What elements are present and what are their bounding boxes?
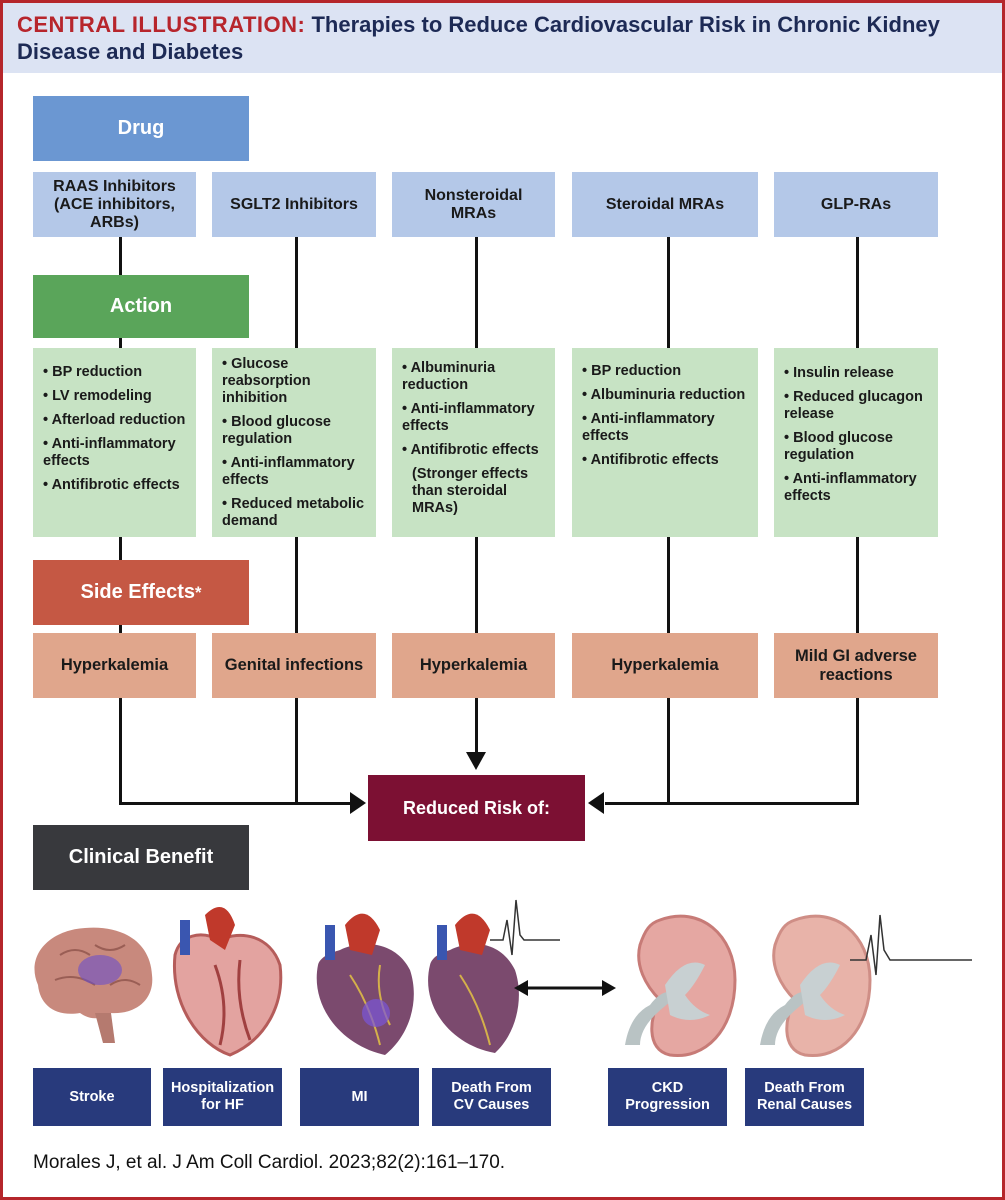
category-clinical-benefit: Clinical Benefit [33, 825, 249, 890]
outcome-hospitalization-hf: Hospitalization for HF [163, 1068, 282, 1126]
ecg-line-icon [490, 899, 560, 956]
double-arrow-icon [514, 980, 616, 996]
side-effect-steroidal-mra: Hyperkalemia [572, 633, 758, 698]
action-nonsteroidal-mra: • Albuminuria reduction • Anti-inflammat… [392, 348, 555, 537]
action-item: • BP reduction [582, 363, 682, 379]
drug-raas: RAAS Inhibitors (ACE inhibitors, ARBs) [33, 172, 196, 237]
action-item: • Anti-inflammatory effects [402, 401, 535, 434]
action-item: • Antifibrotic effects [43, 477, 180, 493]
kidney-renal-death-icon [760, 914, 872, 1058]
outcome-mi: MI [300, 1068, 419, 1126]
footnote-mark: * [195, 582, 202, 602]
action-item: • Insulin release [784, 365, 894, 381]
action-item: • Antifibrotic effects [402, 442, 539, 458]
action-item: • Anti-inflammatory effects [222, 455, 355, 488]
action-steroidal-mra: • BP reduction • Albuminuria reduction •… [572, 348, 758, 537]
action-note: (Stronger effects than steroidal MRAs) [412, 466, 529, 516]
figure-label: CENTRAL ILLUSTRATION: [17, 12, 306, 37]
category-action: Action [33, 275, 249, 338]
action-item: • Blood glucose regulation [784, 430, 893, 463]
heart-hf-icon [172, 907, 283, 1057]
figure-header: CENTRAL ILLUSTRATION: Therapies to Reduc… [3, 3, 1002, 73]
arrow-left-icon [588, 792, 604, 814]
citation: Morales J, et al. J Am Coll Cardiol. 202… [33, 1152, 506, 1173]
action-item: • Albuminuria reduction [402, 360, 496, 393]
action-item: • Glucose reabsorption inhibition [222, 356, 311, 406]
action-item: • Anti-inflammatory effects [582, 411, 715, 444]
action-item: • Afterload reduction [43, 412, 186, 428]
drug-glp-ra: GLP-RAs [774, 172, 938, 237]
side-effect-glp-ra: Mild GI adverse reactions [774, 633, 938, 698]
arrow-down-icon [466, 752, 486, 770]
heart-mi-icon [316, 913, 414, 1055]
action-item: • Anti-inflammatory effects [43, 436, 176, 469]
side-effects-label: Side Effects [80, 581, 195, 603]
action-item: • Anti-inflammatory effects [784, 471, 917, 504]
action-sglt2: • Glucose reabsorption inhibition • Bloo… [212, 348, 376, 537]
arrowheads [350, 752, 604, 814]
category-drug: Drug [33, 96, 249, 161]
figure-title: Therapies to Reduce Cardiovascular Risk … [17, 12, 940, 64]
connector-horizontal-left [119, 802, 354, 805]
arrow-right-icon [350, 792, 366, 814]
connector-horizontal-right [605, 802, 859, 805]
action-item: • Albuminuria reduction [582, 387, 746, 403]
brain-icon [34, 927, 153, 1043]
action-item: • LV remodeling [43, 388, 152, 404]
clinical-illustrations [34, 899, 972, 1058]
side-effect-sglt2: Genital infections [212, 633, 376, 698]
reduced-risk-box: Reduced Risk of: [368, 775, 585, 841]
action-item: • BP reduction [43, 364, 143, 380]
action-item: • Blood glucose regulation [222, 414, 331, 447]
action-glp-ra: • Insulin release • Reduced glucagon rel… [774, 348, 938, 537]
action-item: • Reduced glucagon release [784, 389, 923, 422]
outcome-ckd-progression: CKD Progression [608, 1068, 727, 1126]
outcome-renal-death: Death From Renal Causes [745, 1068, 864, 1126]
outcome-stroke: Stroke [33, 1068, 151, 1126]
category-side-effects: Side Effects* [33, 560, 249, 625]
side-effect-raas: Hyperkalemia [33, 633, 196, 698]
action-item: • Antifibrotic effects [582, 452, 719, 468]
ecg-line-icon [850, 914, 972, 976]
action-item: • Reduced metabolic demand [222, 496, 365, 529]
side-effect-nonsteroidal-mra: Hyperkalemia [392, 633, 555, 698]
drug-steroidal-mra: Steroidal MRAs [572, 172, 758, 237]
heart-cv-death-icon [428, 913, 519, 1053]
drug-nonsteroidal-mra: Nonsteroidal MRAs [392, 172, 555, 237]
drug-sglt2: SGLT2 Inhibitors [212, 172, 376, 237]
outcome-cv-death: Death From CV Causes [432, 1068, 551, 1126]
action-raas: • BP reduction • LV remodeling • Afterlo… [33, 348, 196, 537]
kidney-ckd-icon [625, 914, 737, 1058]
